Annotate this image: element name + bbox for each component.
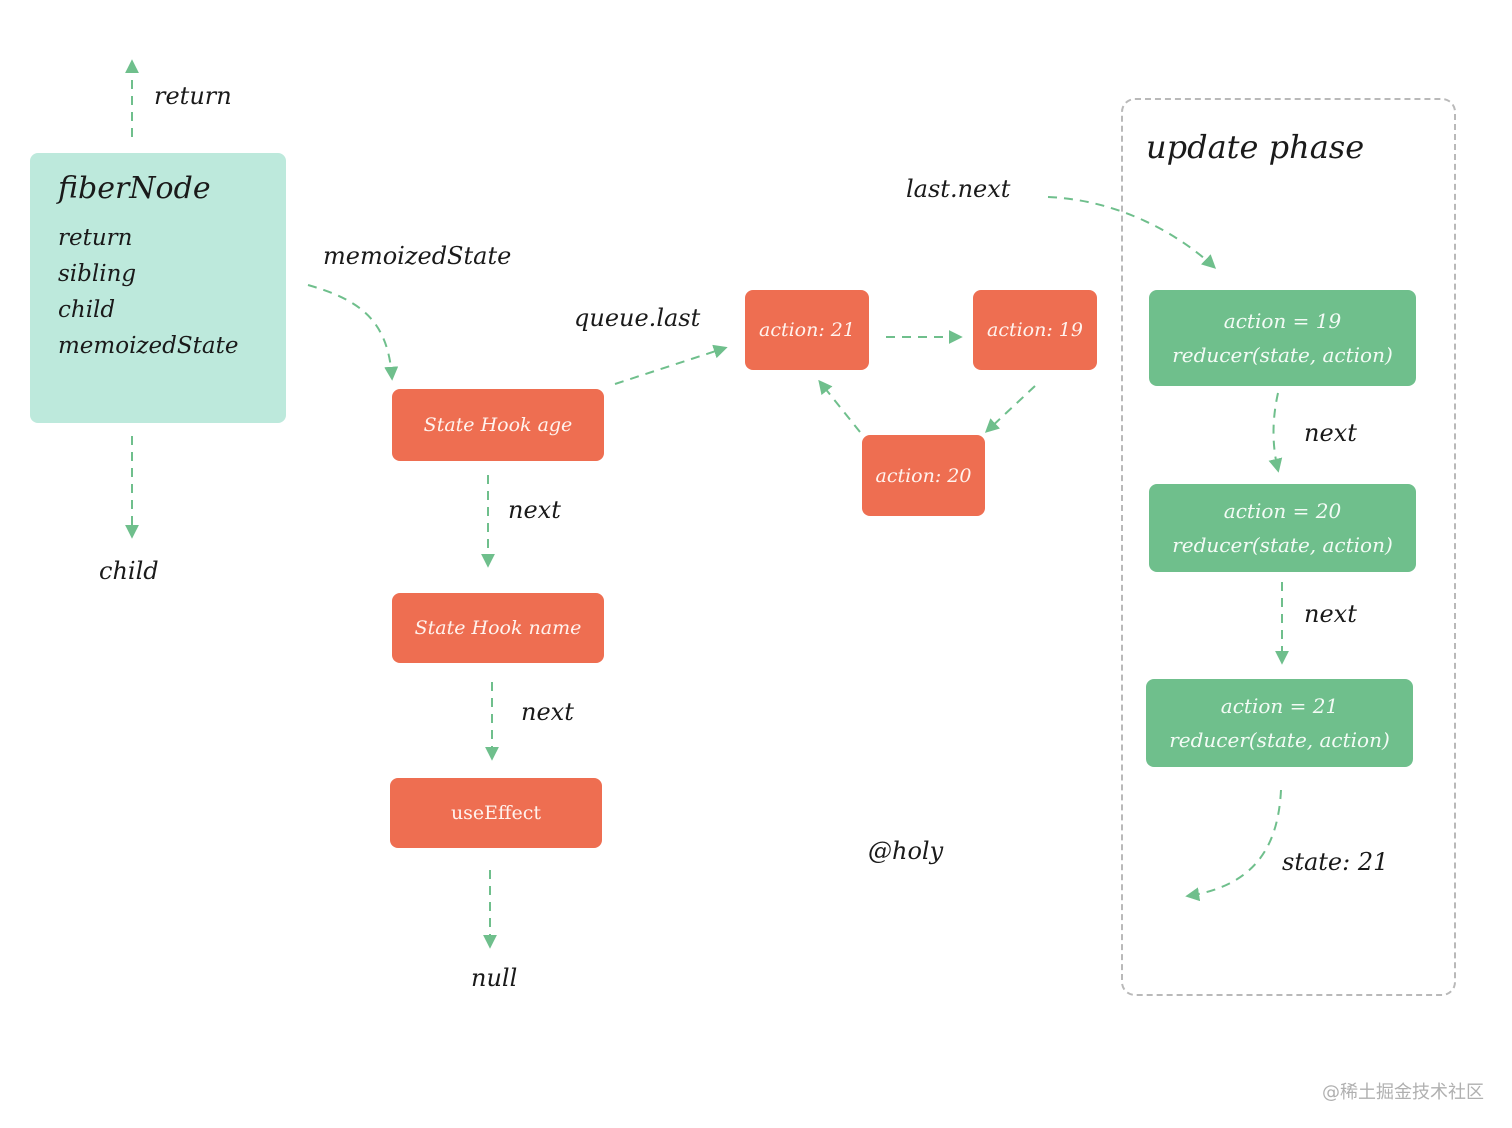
update-step-reducer-text: reducer(state, action) (1169, 728, 1390, 752)
state-result-label: state: 21 (1282, 848, 1389, 876)
queue-action-21-node: action: 21 (745, 290, 869, 370)
update-step-action-19: action = 19 reducer(state, action) (1149, 290, 1416, 386)
child-label: child (99, 557, 159, 585)
arrow-state-result (1185, 789, 1282, 902)
queue-action-19-node: action: 19 (973, 290, 1097, 370)
fiber-field-child: child (58, 297, 116, 323)
signature-label: @holy (868, 837, 944, 865)
last-next-label: last.next (906, 175, 1011, 203)
fiber-node-title: fiberNode (58, 171, 211, 206)
arrow-action19-to-20 (984, 385, 1036, 433)
arrow-queue-last (614, 344, 728, 385)
null-label: null (471, 964, 518, 992)
queue-last-label: queue.last (574, 304, 701, 332)
update-step-action-text: action = 20 (1223, 499, 1342, 523)
state-hook-age-node: State Hook age (392, 389, 604, 461)
update-step-reducer-text: reducer(state, action) (1172, 533, 1393, 557)
queue-action-20-node: action: 20 (862, 435, 985, 516)
state-hook-name-node: State Hook name (392, 593, 604, 663)
update-step-reducer-text: reducer(state, action) (1172, 343, 1393, 367)
arrow-last-next (1047, 196, 1217, 269)
watermark: @稀土掘金技术社区 (1322, 1082, 1484, 1103)
update-step-action-text: action = 19 (1223, 309, 1342, 333)
use-effect-node: useEffect (390, 778, 602, 848)
fiber-node-box: fiberNode return sibling child memoizedS… (30, 153, 286, 423)
next-label-name: next (521, 698, 574, 726)
arrow-action20-to-21 (818, 379, 861, 433)
update-step-action-20: action = 20 reducer(state, action) (1149, 484, 1416, 572)
update-phase-frame (1121, 98, 1456, 996)
update-phase-title: update phase (1146, 128, 1365, 166)
update-step-action-21: action = 21 reducer(state, action) (1146, 679, 1413, 767)
arrow-memoized-state (307, 284, 399, 381)
memoized-state-label: memoizedState (323, 242, 512, 270)
return-label: return (154, 82, 232, 110)
fiber-field-sibling: sibling (58, 261, 137, 287)
next-label-update-2: next (1304, 600, 1357, 628)
next-label-update-1: next (1304, 419, 1357, 447)
fiber-field-memoized-state: memoizedState (58, 333, 239, 359)
arrow-update-19-to-20 (1268, 392, 1283, 473)
update-step-action-text: action = 21 (1220, 694, 1339, 718)
next-label-age: next (508, 496, 561, 524)
fiber-field-return: return (58, 225, 133, 251)
